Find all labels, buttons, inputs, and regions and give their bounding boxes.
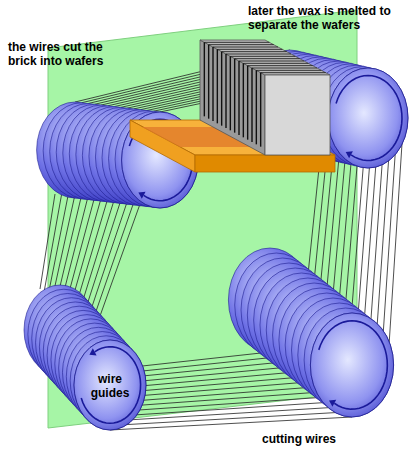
rotation-arrowhead (89, 348, 96, 355)
note-label: later the wax is melted to separate the … (248, 4, 410, 33)
wafer-cut (247, 66, 248, 140)
wafer-cut (251, 68, 252, 142)
wafer-cut (256, 70, 257, 144)
wafer-cut (208, 45, 209, 119)
wafer-cut (204, 42, 269, 43)
wafer-cut (243, 63, 244, 137)
wafer-cut (212, 47, 213, 121)
wafer-cut (209, 44, 274, 45)
roller-groove (328, 68, 408, 168)
wire-guide-roller (228, 248, 393, 417)
rotation-arrow (319, 321, 388, 409)
wafer-cut (261, 72, 326, 73)
wafer-cut (243, 63, 308, 64)
wax-base-front (195, 155, 335, 172)
wafer-cut (204, 42, 205, 116)
wire-guide-roller (37, 102, 199, 208)
rotation-arrowhead (329, 400, 336, 407)
wafer-cut (256, 70, 321, 71)
wire (388, 128, 403, 355)
wafer-cut (221, 52, 222, 126)
wafer-cut (248, 65, 313, 66)
wire (48, 196, 68, 298)
wafer-cut (252, 68, 317, 69)
wafer-cut (222, 51, 287, 52)
wafer-cut (230, 56, 231, 130)
roller-groove (74, 340, 146, 430)
brick-top (200, 40, 330, 75)
wafer-cut (234, 59, 235, 133)
wire-guide-roller (250, 50, 408, 168)
wafer-cut (226, 54, 291, 55)
roller-face (328, 68, 408, 168)
wafer-cut (230, 56, 295, 57)
roller-face (310, 313, 393, 417)
wafer-cut (217, 49, 282, 50)
rotation-arrow (81, 347, 140, 423)
wafer-cut (239, 61, 304, 62)
wire (44, 195, 62, 293)
part-label: wire guides (85, 372, 135, 401)
roller-face (74, 340, 146, 430)
wafer-cut (213, 47, 278, 48)
rotation-arrow (336, 76, 402, 161)
wafer-cut (235, 58, 300, 59)
rotation-arrowhead (346, 151, 353, 158)
wire (110, 417, 352, 430)
wafer-cut (217, 49, 218, 123)
note-label: the wires cut the brick into wafers (8, 40, 126, 69)
wire-guide-roller (24, 285, 146, 430)
rotation-arrowhead (138, 192, 145, 199)
note-label: cutting wires (262, 432, 372, 446)
wafer-cut (225, 54, 226, 128)
brick-front (265, 75, 330, 155)
wafer-cut (238, 61, 239, 135)
roller-groove (310, 313, 393, 417)
wafer-cut (260, 73, 261, 147)
